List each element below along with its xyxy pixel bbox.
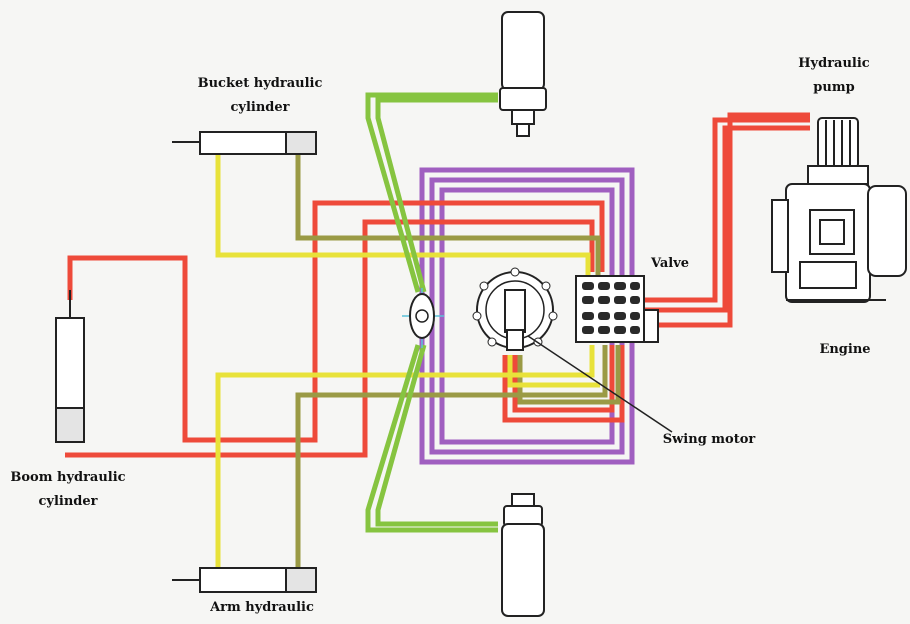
control-valve — [575, 275, 659, 343]
label-bucket-line1: Bucket hydraulic — [197, 76, 323, 91]
boom-cylinder — [55, 290, 85, 443]
label-pump-line2: pump — [813, 80, 855, 95]
swing-motor-pointer — [527, 335, 673, 433]
label-boom-line2: cylinder — [38, 494, 98, 509]
label-swing-motor: Swing motor — [662, 432, 756, 447]
label-boom-line1: Boom hydraulic — [10, 470, 126, 485]
engine — [771, 183, 907, 303]
green-lines — [365, 92, 498, 533]
label-hydraulic-pump: Hydraulic pump — [786, 52, 882, 100]
label-bucket-line2: cylinder — [230, 100, 290, 115]
label-boom-cylinder: Boom hydraulic cylinder — [0, 466, 136, 514]
top-cylinder — [499, 11, 547, 137]
label-bucket-cylinder: Bucket hydraulic cylinder — [190, 72, 330, 120]
olive-lines — [295, 152, 621, 568]
label-valve: Valve — [650, 256, 690, 271]
bucket-cylinder — [172, 131, 317, 155]
bottom-cylinder — [501, 493, 545, 617]
red-lines — [65, 112, 810, 458]
arm-cylinder — [172, 567, 317, 593]
hydraulic-pump — [807, 117, 869, 185]
label-engine: Engine — [819, 342, 871, 357]
swing-motor — [472, 267, 558, 351]
label-arm-cylinder: Arm hydraulic — [210, 600, 314, 615]
label-pump-line1: Hydraulic — [798, 56, 870, 71]
rotary-joint — [402, 288, 444, 348]
yellow-lines — [215, 152, 600, 568]
